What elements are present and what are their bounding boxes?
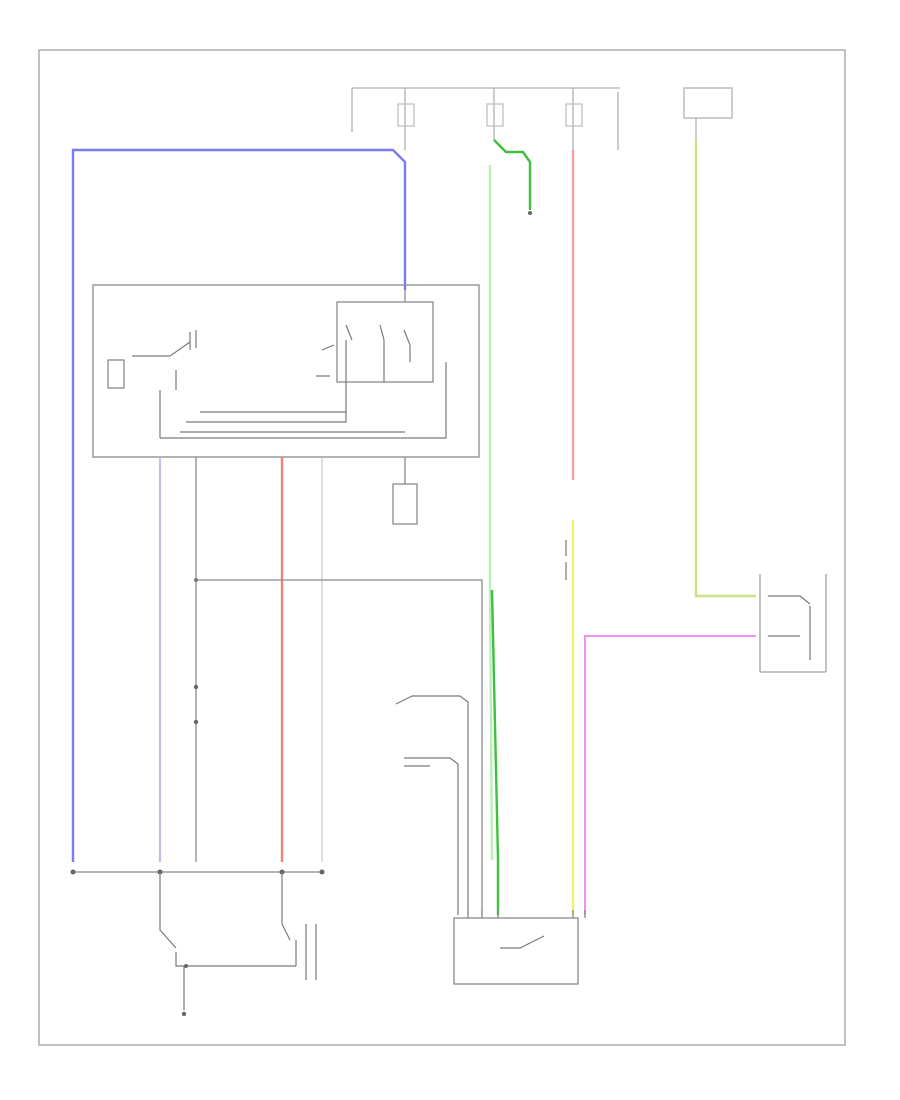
center-connector — [392, 483, 418, 525]
bottom-right-module — [453, 917, 579, 985]
control-unit-inner-wiring — [160, 362, 447, 439]
left-component-1 — [193, 684, 199, 690]
control-unit-component — [107, 359, 125, 389]
fuse-label-block-2 — [486, 103, 504, 127]
branch-wire — [196, 579, 483, 915]
green-wire — [493, 139, 532, 210]
fuse-label-block-1 — [397, 103, 415, 127]
control-unit-switch-left — [132, 332, 191, 390]
mid-switch-1 — [395, 695, 469, 915]
diagram-frame — [38, 49, 846, 1046]
fuse-label-block-3 — [565, 103, 583, 127]
module-pins — [467, 910, 586, 918]
lower-left-switch-2 — [281, 872, 317, 980]
top-right-fuse-box — [683, 87, 733, 119]
right-module-box — [759, 574, 827, 673]
lower-left-switch — [159, 872, 296, 1010]
left-component-2 — [193, 719, 199, 725]
top-bus-wire — [351, 87, 620, 132]
blue-wire — [71, 148, 407, 862]
lower-ground-terminal — [181, 1011, 187, 1017]
mid-switch-2 — [404, 757, 459, 915]
olive-wire — [694, 138, 756, 598]
bottom-right-module-switch — [500, 935, 545, 949]
relay-box — [336, 301, 434, 383]
light-green-wire-lower — [490, 589, 500, 915]
relay-switch-1 — [345, 324, 411, 346]
bus-node-4 — [319, 869, 325, 875]
bus-node-1 — [70, 869, 76, 875]
right-module-inner — [768, 595, 811, 660]
green-wire-ground-terminal — [528, 211, 532, 215]
lower-switch-node — [184, 964, 188, 968]
branch-node — [194, 578, 198, 582]
violet-wire — [584, 635, 756, 915]
relay-contact-wires — [345, 340, 411, 382]
control-unit-inner-wiring-2 — [159, 330, 335, 438]
light-green-wire — [488, 165, 494, 861]
control-unit-box — [92, 284, 480, 458]
